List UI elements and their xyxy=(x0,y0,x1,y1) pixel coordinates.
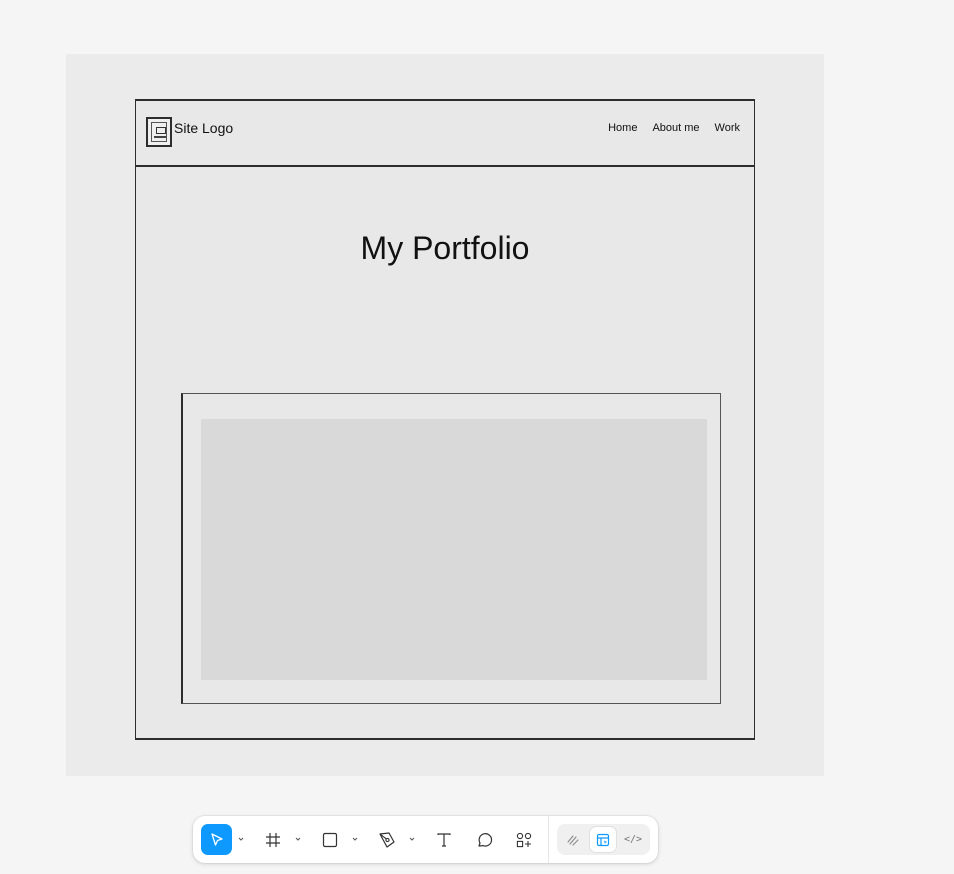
nav-link-home[interactable]: Home xyxy=(608,122,638,134)
frame-tool-chevron-down-icon[interactable] xyxy=(293,834,303,844)
site-logo-image-icon xyxy=(146,117,172,147)
design-layout-icon xyxy=(596,833,610,846)
mode-switcher: </> xyxy=(557,824,650,855)
draw-squiggle-icon xyxy=(567,834,579,846)
hero-title: My Portfolio xyxy=(360,230,530,266)
media-frame[interactable] xyxy=(181,393,721,704)
shape-tool-button[interactable] xyxy=(318,828,342,852)
portfolio-wireframe-page[interactable]: Site Logo Home About me Work My Portfoli… xyxy=(135,99,755,740)
comment-tool-button[interactable] xyxy=(472,828,496,852)
site-header: Site Logo Home About me Work xyxy=(136,101,754,167)
nav-link-about-me[interactable]: About me xyxy=(652,122,700,134)
site-nav: Home About me Work xyxy=(608,122,740,134)
nav-link-work[interactable]: Work xyxy=(714,122,740,134)
components-plus-icon xyxy=(516,832,532,848)
pen-icon xyxy=(379,832,395,848)
dev-mode-button[interactable]: </> xyxy=(620,827,646,852)
resources-tool-button[interactable] xyxy=(512,828,536,852)
bottom-toolbar: </> xyxy=(193,816,658,863)
text-t-icon xyxy=(437,833,451,847)
move-tool-button[interactable] xyxy=(201,824,232,855)
design-mode-button[interactable] xyxy=(590,827,616,852)
text-tool-button[interactable] xyxy=(432,828,456,852)
frame-tool-button[interactable] xyxy=(261,828,285,852)
draw-mode-button[interactable] xyxy=(560,827,586,852)
cursor-arrow-icon xyxy=(210,832,223,846)
hash-frame-icon xyxy=(266,833,280,847)
pen-tool-chevron-down-icon[interactable] xyxy=(407,834,417,844)
image-placeholder[interactable] xyxy=(201,419,707,680)
pen-tool-button[interactable] xyxy=(375,828,399,852)
code-brackets-icon: </> xyxy=(623,834,643,845)
shape-tool-chevron-down-icon[interactable] xyxy=(350,834,360,844)
comment-bubble-icon xyxy=(478,833,493,847)
rectangle-icon xyxy=(322,832,338,848)
move-tool-chevron-down-icon[interactable] xyxy=(236,834,246,844)
site-logo-text: Site Logo xyxy=(174,120,234,136)
toolbar-divider xyxy=(548,816,549,863)
